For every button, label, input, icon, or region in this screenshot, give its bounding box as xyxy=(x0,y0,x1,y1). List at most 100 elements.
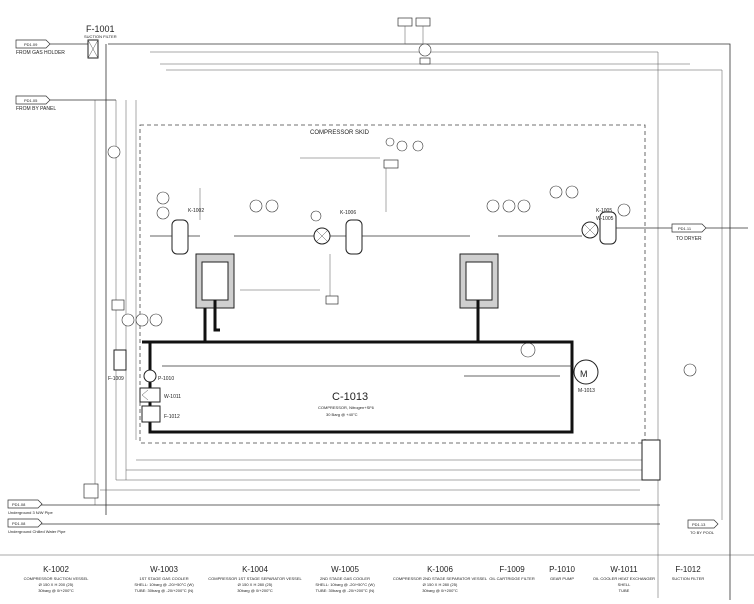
top-panel-1 xyxy=(397,17,413,27)
legend-spec2: TUBE: 30barg @ -20/+200°C (N) xyxy=(316,588,375,593)
supply-1-caption: Underground 3 N/W Pipe xyxy=(8,510,53,515)
legend-tag: F-1012 xyxy=(675,565,701,574)
legend-item: K-1006 COMPRESSOR 2ND STAGE SEPARATOR VE… xyxy=(393,565,488,593)
skid-signal-line xyxy=(300,157,387,212)
compressor-skid-boundary xyxy=(139,124,646,444)
legend-spec1: SHELL: 10barg @ -20/+50°C (W) xyxy=(134,582,194,587)
oil-cooler-tag: W-1011 xyxy=(164,394,181,400)
compressor-skid-title: COMPRESSOR SKID xyxy=(310,130,370,136)
cooler-stage-2-tag: W-1005 xyxy=(596,216,614,222)
pool-filter-symbol xyxy=(641,439,661,481)
oil-filter-symbol xyxy=(113,349,127,371)
utility-manifold xyxy=(100,459,650,491)
gear-pump-tag: P-1010 xyxy=(158,376,174,382)
right-instrument-1 xyxy=(549,185,563,199)
legend-desc: OIL COOLER HEAT EXCHANGER xyxy=(593,576,655,581)
compressor-desc: COMPRESSOR, Nitrogen+SF6 xyxy=(318,405,375,410)
supply-2-tag: PD1.08 xyxy=(12,521,26,526)
legend-spec2: TUBE xyxy=(619,588,630,593)
separator-stage-1 xyxy=(345,219,363,255)
stage-2-instrument-3 xyxy=(517,199,531,213)
discharge-line xyxy=(498,227,672,237)
legend-desc: OIL CARTRIDGE FILTER xyxy=(489,576,535,581)
supply-1-tag: PD1.08 xyxy=(12,502,26,507)
legend-desc: SUCTION FILTER xyxy=(672,576,705,581)
compressor-tag: C-1013 xyxy=(332,391,368,403)
legend-tag: K-1002 xyxy=(43,565,69,574)
pool-tag-box xyxy=(687,519,719,529)
legend-tag: K-1006 xyxy=(427,565,453,574)
cooler-stage-1-cross xyxy=(315,229,329,243)
cylinder-stage-1-bore xyxy=(201,261,229,301)
drain-line xyxy=(240,254,331,296)
supply-2-tag-box xyxy=(7,518,43,528)
crankcase-loop xyxy=(142,340,574,434)
legend-item: F-1012 SUCTION FILTER xyxy=(672,565,705,581)
vessel-instrument-3 xyxy=(249,199,263,213)
legend-item: F-1009 OIL CARTRIDGE FILTER xyxy=(489,565,535,581)
pool-tag: PD1.13 xyxy=(692,522,706,527)
legend-item: P-1010 GEAR PUMP xyxy=(549,565,575,581)
inlet-2-caption: FROM BY PANEL xyxy=(16,106,56,112)
supply-2-caption: Underground Chilled Water Pipe xyxy=(8,529,66,534)
legend-item: K-1002 COMPRESSOR SUCTION VESSEL Ø 150 X… xyxy=(24,565,89,593)
left-instrument xyxy=(107,145,121,159)
inlet-2-tag-box xyxy=(15,95,51,105)
legend-item: W-1003 1ST STAGE GAS COOLER SHELL: 10bar… xyxy=(134,565,194,593)
oil-instrument-3 xyxy=(149,313,163,327)
suction-filter-cross xyxy=(87,39,99,59)
suction-filter-label: SUCTION FILTER xyxy=(84,34,117,39)
cooling-water-line xyxy=(166,69,723,520)
suction-filter-tag: F-1001 xyxy=(86,24,115,34)
skid-instrument-3 xyxy=(385,137,395,147)
oil-instrument-1 xyxy=(121,313,135,327)
oil-suction-filter-symbol xyxy=(141,405,161,423)
inlet-2-tag: PD1.05 xyxy=(24,98,38,103)
oil-suction-filter-tag: F-1012 xyxy=(164,414,180,420)
supply-valve-box xyxy=(83,483,99,499)
legend-tag: K-1004 xyxy=(242,565,268,574)
legend-desc: COMPRESSOR 2ND STAGE SEPARATOR VESSEL xyxy=(393,576,488,581)
outlet-tag: PD1.11 xyxy=(678,226,692,231)
stage-2-instrument-2 xyxy=(502,199,516,213)
vessel-instrument-2 xyxy=(156,206,170,220)
legend-desc: COMPRESSOR SUCTION VESSEL xyxy=(24,576,89,581)
legend-spec1: Ø 150 X H 200 (25) xyxy=(39,582,74,587)
legend-spec1: Ø 150 X H 280 (25) xyxy=(238,582,273,587)
stage-1-crank-link xyxy=(213,300,220,332)
inlet-1-tag-box xyxy=(15,39,51,49)
motor-symbol xyxy=(573,359,599,385)
legend-spec1: SHELL xyxy=(618,582,631,587)
separator-stage-2-tag: K-1005 xyxy=(596,208,612,214)
outlet-tag-box xyxy=(671,223,707,233)
legend-desc: GEAR PUMP xyxy=(550,576,574,581)
legend: K-1002 COMPRESSOR SUCTION VESSEL Ø 150 X… xyxy=(24,565,705,593)
vent-header-line xyxy=(150,51,659,598)
motor-letter-icon: M xyxy=(580,369,588,379)
compressor-rating: 30 Barg @ +40°C xyxy=(326,412,358,417)
legend-spec1: Ø 150 X H 280 (25) xyxy=(423,582,458,587)
suction-vessel xyxy=(171,219,189,255)
separator-instrument xyxy=(310,210,322,222)
outlet-caption: TO DRYER xyxy=(676,236,702,242)
vessel-instrument-4 xyxy=(265,199,279,213)
legend-item: W-1011 OIL COOLER HEAT EXCHANGER SHELL T… xyxy=(593,565,655,593)
drain-valve xyxy=(325,295,339,305)
legend-tag: W-1005 xyxy=(331,565,359,574)
legend-spec1: SHELL: 10barg @ -20/+50°C (W) xyxy=(315,582,375,587)
suction-vessel-tag: K-1002 xyxy=(188,208,204,214)
inlet-1-tag: PD1.09 xyxy=(24,42,38,47)
inlet-1-caption: FROM GAS HOLDER xyxy=(16,50,65,56)
right-edge-instrument xyxy=(683,363,697,377)
supply-1-tag-box xyxy=(7,499,43,509)
legend-spec2: TUBE: 30barg @ -20/+200°C (N) xyxy=(135,588,194,593)
oil-pressure-instrument xyxy=(520,342,536,358)
cylinder-stage-2-bore xyxy=(465,261,493,301)
legend-spec2: 30barg @ 0/+200°C xyxy=(237,588,273,593)
top-instrument xyxy=(418,43,432,57)
oil-cooler-symbol xyxy=(139,387,161,403)
oil-valve-box xyxy=(111,299,125,311)
legend-item: W-1005 2ND STAGE GAS COOLER SHELL: 10bar… xyxy=(315,565,375,593)
pool-caption: TO BY POOL xyxy=(690,530,715,535)
